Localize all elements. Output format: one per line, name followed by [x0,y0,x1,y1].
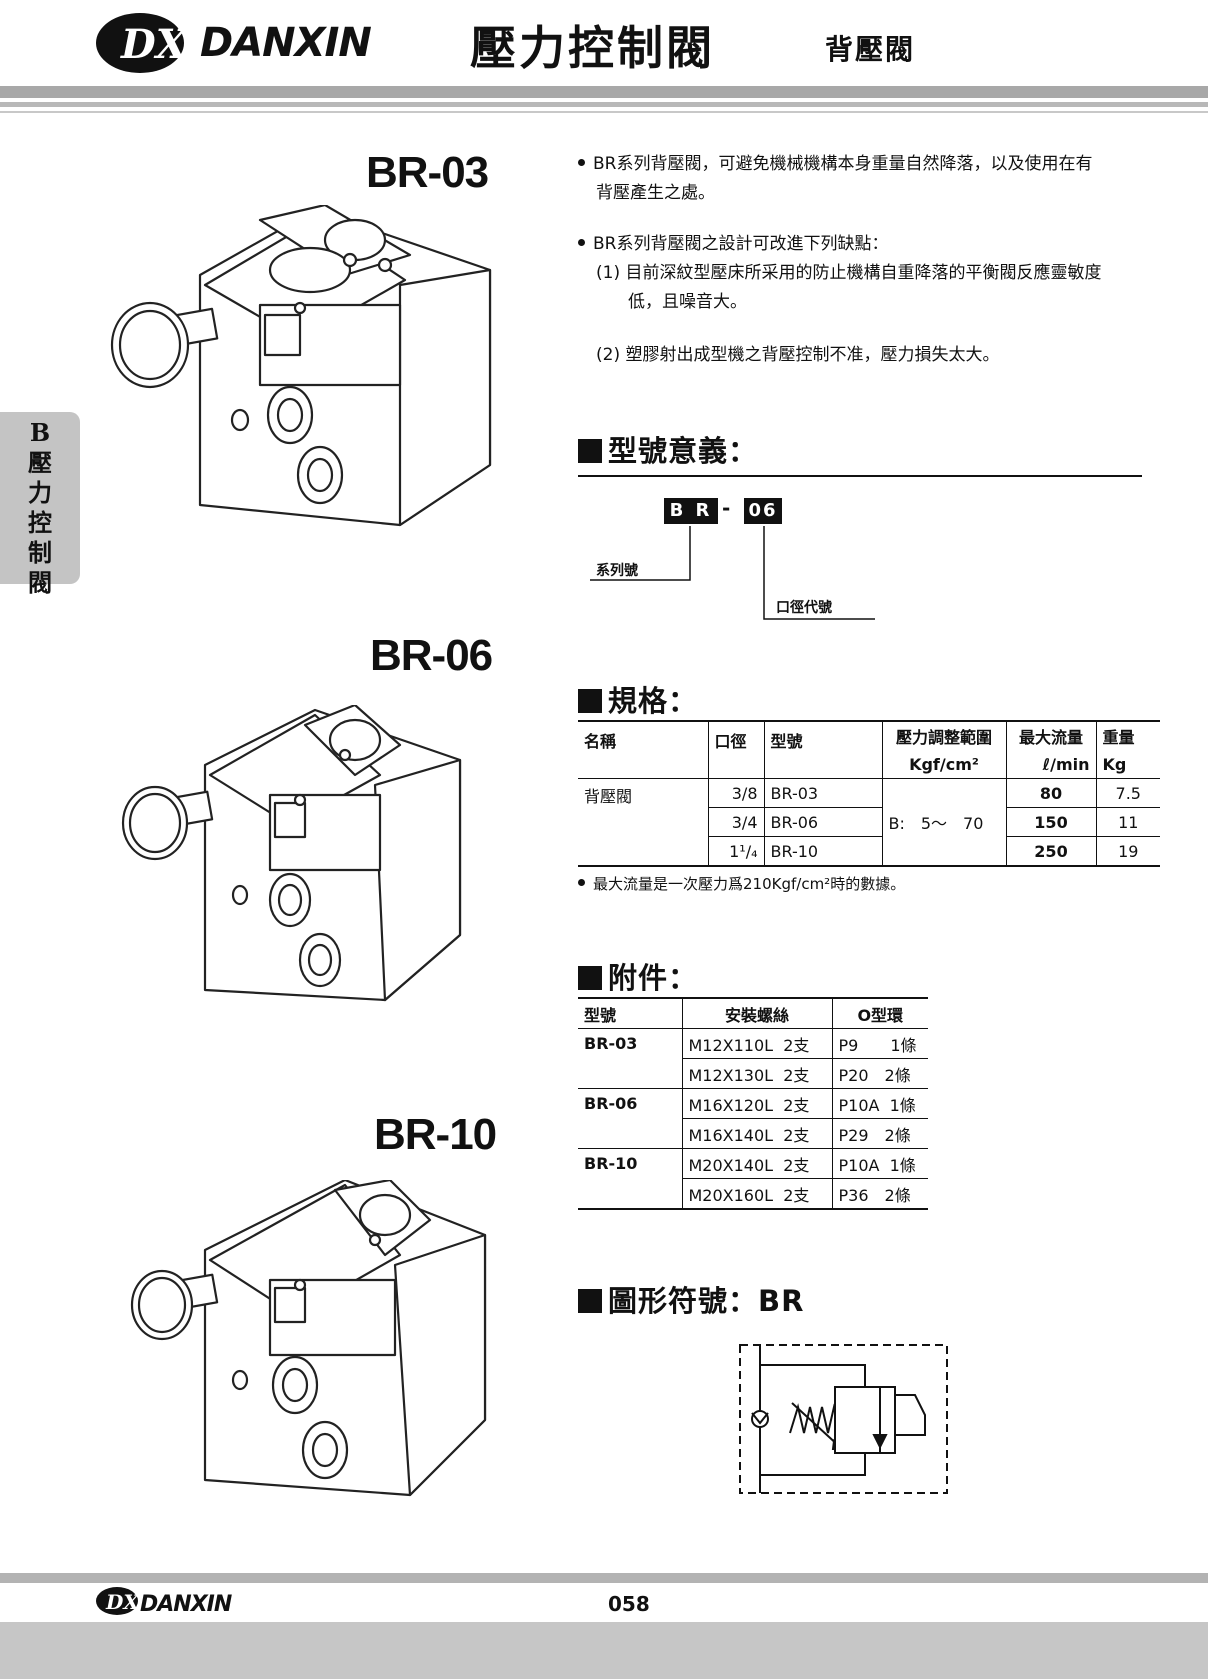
page-title: 壓力控制閥 [470,21,715,75]
specs-note: 最大流量是一次壓力爲210Kgf/cm²時的數據。 [578,873,905,894]
footer-bottom-band [0,1622,1208,1679]
table-row: M20X160L 2支 P36 2條 [578,1178,928,1209]
model-label-br10: BR-10 [374,1110,497,1159]
specs-header-row: 名稱 口徑 型號 壓力調整範圍 最大流量 重量 [578,721,1160,779]
square-bullet-icon [578,1289,602,1313]
table-row: BR-06 M16X120L 2支 P10A 1條 [578,1088,928,1119]
square-bullet-icon [578,439,602,463]
page-subtitle: 背壓閥 [825,33,916,66]
square-bullet-icon [578,966,602,990]
model-label-br03: BR-03 [366,148,489,197]
intro-bullet-1: BR系列背壓閥，可避免機械機構本身重量自然降落，以及使用在有 [578,150,1178,179]
square-bullet-icon [578,689,602,713]
model-label-br06: BR-06 [370,631,493,680]
heading-rule [578,475,1142,477]
table-row: 3/4 BR-06 150 11 [578,807,1160,837]
bullet-icon [578,879,585,886]
code-box-port: 06 [744,498,782,524]
footer-brand: DANXIN [140,1592,232,1617]
intro-bullet-2: BR系列背壓閥之設計可改進下列缺點： [578,230,1178,259]
table-row: BR-03 M12X110L 2支 P9 1條 [578,1028,928,1059]
table-row: M16X140L 2支 P29 2條 [578,1118,928,1149]
code-box-series: B R [664,498,718,524]
symbol-heading: 圖形符號：BR [578,1278,804,1320]
specs-heading: 規格： [578,678,698,720]
page-number: 058 [608,1592,650,1616]
side-tab-label: B 壓 力 控 制 閥 [28,418,52,597]
label-port-code: 口徑代號 [776,600,832,616]
header-band-thin [0,102,1208,107]
table-row: 背壓閥 3/8 BR-03 B: 5～ 70 80 7.5 [578,778,1160,866]
danxin-logo-mark: DX [96,13,189,73]
brand-name: DANXIN [200,20,372,66]
accessories-header-row: 型號 安裝螺絲 O型環 [578,998,928,1029]
valve-illustration-br06 [121,705,462,1002]
label-series: 系列號 [596,563,638,579]
code-leader-lines [590,526,875,620]
accessories-table: 型號 安裝螺絲 O型環 BR-03 M12X110L 2支 P9 1條 M12X… [578,997,928,1210]
header-band [0,86,1208,98]
category-side-tab: B 壓 力 控 制 閥 [0,412,80,597]
danxin-logo: DX [95,8,395,78]
svg-text:DX: DX [105,1590,140,1614]
footer-band [0,1573,1208,1583]
svg-text:DX: DX [120,21,189,68]
valve-illustration-br10 [130,1180,487,1497]
intro-text: BR系列背壓閥，可避免機械機構本身重量自然降落，以及使用在有 背壓產生之處。 B… [578,150,1178,370]
bullet-icon [578,158,585,166]
bullet-icon [578,238,585,246]
table-row: 1¹/₄ BR-10 250 19 [578,836,1160,866]
specs-table: 名稱 口徑 型號 壓力調整範圍 最大流量 重量 Kgf/cm² ℓ/min Kg… [578,720,1160,867]
valve-illustration-br03 [110,205,492,527]
table-row: BR-10 M20X140L 2支 P10A 1條 [578,1148,928,1179]
accessories-heading: 附件： [578,955,698,997]
footer-logo-mark: DX [96,1587,140,1615]
hydraulic-symbol-br [739,1344,948,1494]
header-band-hairline [0,111,1208,113]
model-meaning-heading: 型號意義： [578,428,758,470]
table-row: M12X130L 2支 P20 2條 [578,1058,928,1089]
code-dash: - [722,496,731,520]
